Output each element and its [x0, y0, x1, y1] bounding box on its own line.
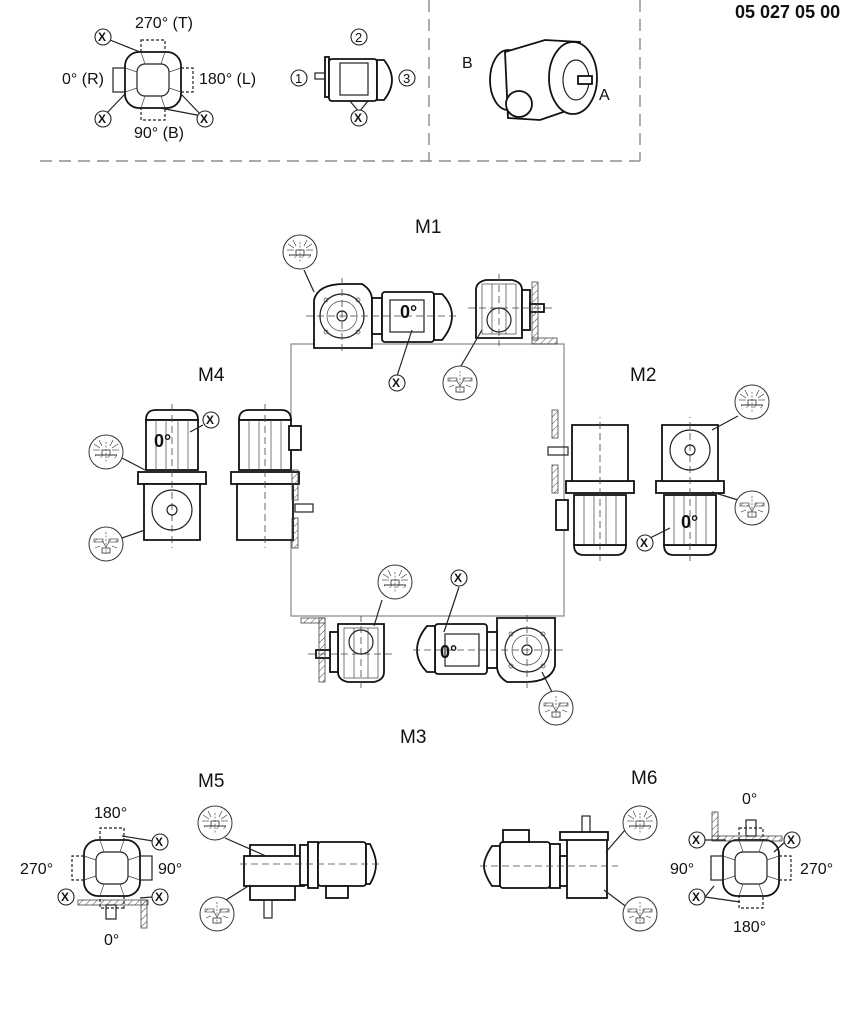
vent-valve-icon: [622, 805, 658, 841]
x-marker-icon: X: [94, 28, 112, 46]
svg-text:2: 2: [355, 30, 362, 45]
mounting-label-m6: M6: [631, 768, 657, 789]
document-code: 05 027 05 00: [735, 2, 840, 22]
terminal-box-cross: [112, 39, 194, 121]
x-marker-icon: X: [196, 110, 214, 128]
m2-side-view: [565, 416, 635, 562]
x-marker-icon: X: [783, 831, 801, 849]
m6-angle-right: 270°: [800, 861, 833, 878]
drain-plug-icon: [88, 526, 124, 562]
x-marker-icon: X: [350, 109, 368, 127]
drain-plug-icon: [734, 490, 770, 526]
svg-text:1: 1: [295, 71, 302, 86]
m3-terminal-angle: 0°: [440, 642, 457, 662]
m6-side-view: [480, 815, 618, 899]
svg-text:X: X: [98, 112, 106, 126]
x-marker-icon: X: [151, 833, 169, 851]
gearbox-3d-view: [489, 39, 598, 121]
svg-text:X: X: [354, 111, 362, 125]
x-marker-icon: X: [688, 831, 706, 849]
drain-plug-icon: [538, 690, 574, 726]
motor-sides-view: [314, 56, 393, 102]
mounting-label-m4: M4: [198, 365, 225, 386]
m5-side-view: [240, 841, 382, 919]
drain-plug-icon: [622, 896, 658, 932]
m1-side-view: [305, 277, 461, 355]
m2-terminal-angle: 0°: [681, 512, 698, 532]
svg-text:X: X: [61, 890, 69, 904]
position-label-bottom: 90° (B): [134, 125, 184, 142]
shaft-side-a: A: [599, 87, 610, 104]
m6-angle-left: 90°: [670, 861, 694, 878]
m5-angle-right: 90°: [158, 861, 182, 878]
m6-angle-top: 0°: [742, 791, 757, 808]
vent-valve-icon: [377, 564, 413, 600]
m6-angle-bottom: 180°: [733, 919, 766, 936]
m4-terminal-angle: 0°: [154, 431, 171, 451]
x-marker-icon: X: [94, 110, 112, 128]
shaft-side-b: B: [462, 55, 473, 72]
m4-front-view: [137, 403, 207, 549]
vent-valve-icon: [88, 434, 124, 470]
svg-text:X: X: [692, 890, 700, 904]
position-label-right: 180° (L): [199, 71, 256, 88]
mounting-label-m5: M5: [198, 771, 224, 792]
svg-text:X: X: [200, 112, 208, 126]
svg-text:X: X: [155, 835, 163, 849]
x-marker-icon: X: [202, 411, 220, 429]
m1-terminal-angle: 0°: [400, 302, 417, 322]
position-label-left: 0° (R): [62, 71, 104, 88]
m1-end-view: [467, 273, 553, 347]
m2-front-view: [655, 416, 725, 562]
drain-plug-icon: [199, 896, 235, 932]
m3-side-view: [408, 611, 564, 689]
svg-text:X: X: [787, 833, 795, 847]
svg-text:X: X: [98, 30, 106, 44]
x-marker-icon: X: [57, 888, 75, 906]
svg-text:X: X: [155, 890, 163, 904]
x-marker-icon: X: [688, 888, 706, 906]
vent-valve-icon: [282, 234, 318, 270]
m5-axial-view: [71, 827, 153, 909]
x-marker-icon: X: [636, 534, 654, 552]
side-marker-3: 3: [398, 69, 416, 87]
svg-text:X: X: [692, 833, 700, 847]
side-marker-1: 1: [290, 69, 308, 87]
drain-plug-icon: [442, 365, 478, 401]
x-marker-icon: X: [388, 374, 406, 392]
mounting-label-m2: M2: [630, 365, 656, 386]
svg-text:X: X: [206, 413, 214, 427]
side-marker-2: 2: [350, 28, 368, 46]
mounting-label-m3: M3: [400, 727, 426, 748]
svg-text:X: X: [392, 376, 400, 390]
m5-angle-top: 180°: [94, 805, 127, 822]
svg-text:3: 3: [403, 71, 410, 86]
position-label-top: 270° (T): [135, 15, 193, 32]
m5-angle-left: 270°: [20, 861, 53, 878]
x-marker-icon: X: [151, 888, 169, 906]
m5-angle-bottom: 0°: [104, 932, 119, 949]
x-marker-icon: X: [450, 569, 468, 587]
mounting-surface-box: [290, 343, 565, 617]
mounting-label-m1: M1: [415, 217, 441, 238]
vent-valve-icon: [197, 805, 233, 841]
svg-text:X: X: [640, 536, 648, 550]
svg-text:X: X: [454, 571, 462, 585]
vent-valve-icon: [734, 384, 770, 420]
